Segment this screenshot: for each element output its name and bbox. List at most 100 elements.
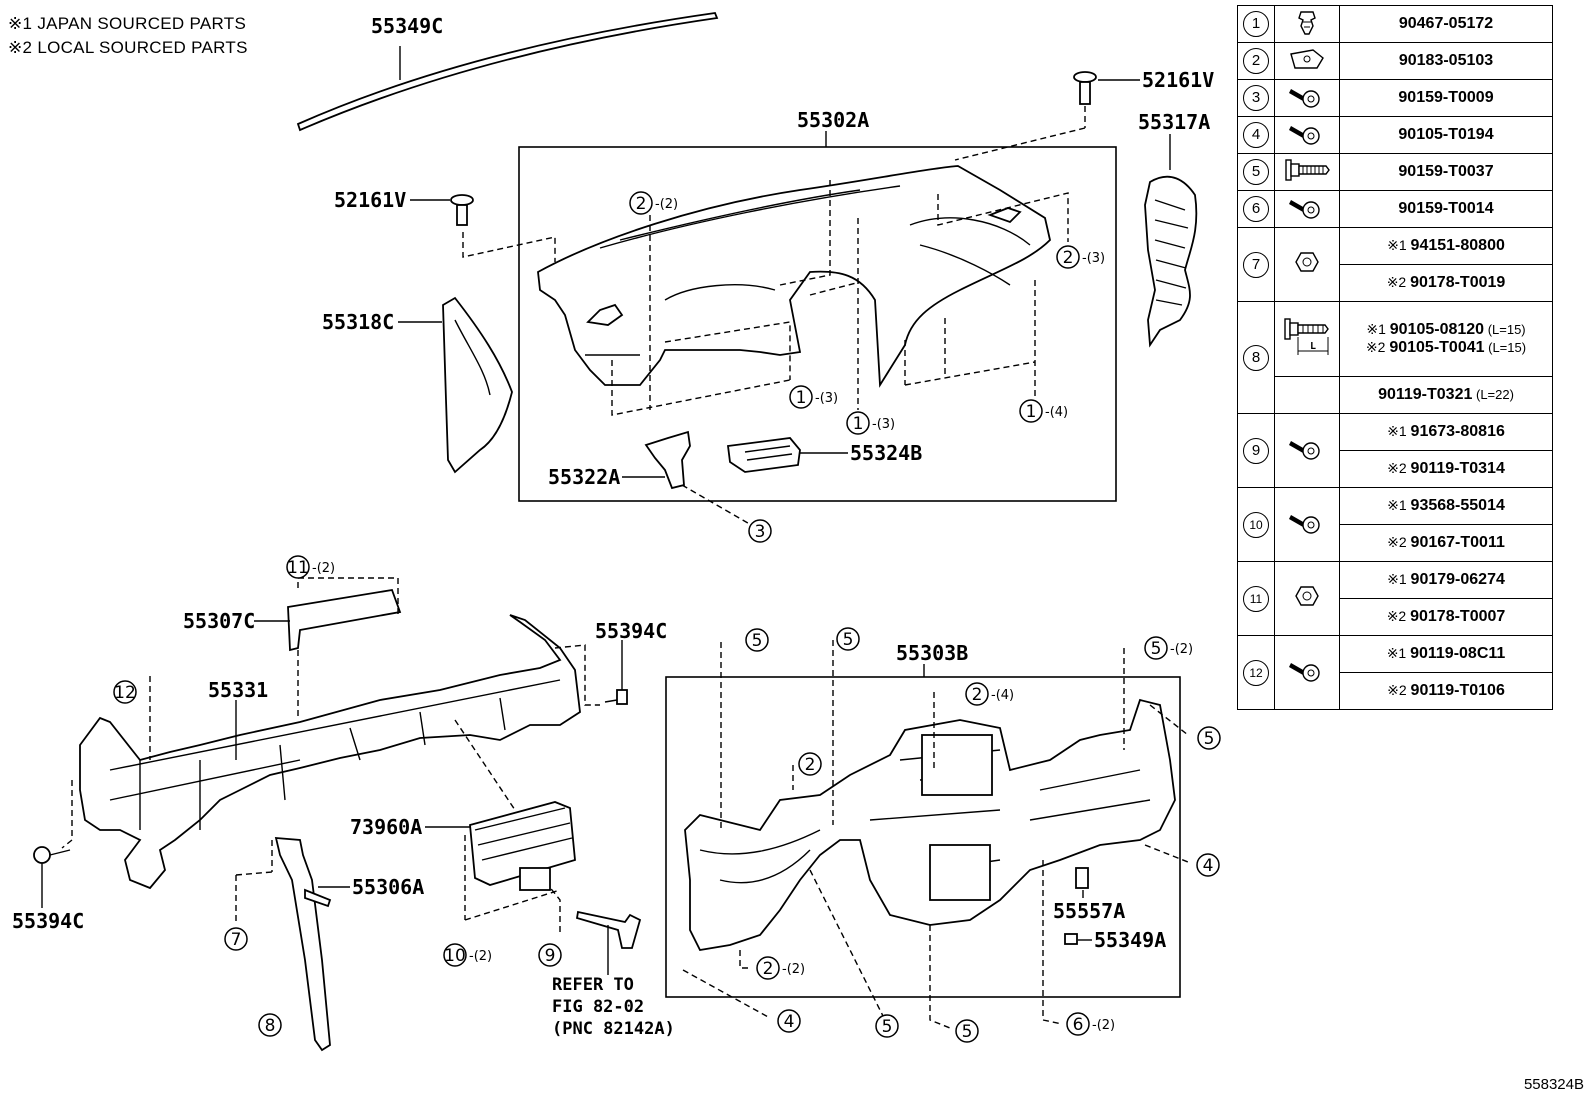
callout-circle [224,927,248,951]
legend-number-circle: 9 [1243,437,1269,464]
legend-number-circle: 1 [1243,11,1269,37]
callout-c2-top: 2 ‐(2) [629,191,678,215]
legend-row: ※2 90178-T0007 [1238,598,1553,636]
part-number-text: 90105-T0041 [1389,339,1485,356]
callout-c8: 8 [258,1013,282,1037]
legend-item-number: 5 [1237,153,1275,191]
callout-c1-b: 1‐(3) [846,411,895,435]
brace-55306A[interactable] [274,837,350,1052]
legend-row: 7※1 94151-80800 [1237,227,1553,302]
callout-number: 3 [755,522,766,542]
label-55306A: 55306A [352,875,424,899]
callout-circle [836,627,860,651]
legend-item-number: 11 [1237,561,1275,636]
reinforcement-55331[interactable] [79,588,581,890]
label-55394C-left: 55394C [12,909,84,933]
part-number-text: 90467-05172 [1398,15,1494,32]
callout-circle [745,628,769,652]
callout-c3: 3 [748,519,772,543]
callout-circle [777,1009,801,1033]
bolt-55394C-right[interactable] [604,640,628,705]
callout-number: 5 [1204,729,1215,749]
molding-strip-55349C[interactable] [296,12,719,132]
callout-number: 7 [231,930,242,950]
legend-item-number: 3 [1237,79,1275,117]
source-prefix: ※2 [1386,608,1411,624]
callout-circle [1066,1012,1090,1036]
part-number-text: 90119-08C11 [1410,645,1506,662]
side-panel-55318C[interactable] [398,296,513,474]
callout-c5-f: 5 [955,1019,979,1043]
part-number-text: 90178-T0007 [1410,608,1506,625]
lower-panel-leader-lines [682,640,1189,1029]
legend-part-number: ※2 90167-T0011 [1339,524,1553,562]
screw-icon [1274,635,1340,710]
legend-part-number: 90159-T0037 [1339,153,1553,191]
callout-number: 5 [843,630,854,650]
clip-52161V-left[interactable] [410,194,474,226]
legend-part-number: 90467-05172 [1339,5,1553,43]
legend-item-number: 9 [1237,413,1275,488]
legend-number-circle: 8 [1243,344,1269,371]
legend-row: 10※1 93568-55014 [1237,487,1553,562]
callout-number: 2 [763,959,774,979]
callout-number: 4 [784,1012,795,1032]
label-55557A: 55557A [1053,899,1125,923]
callout-quantity: ‐(2) [1170,642,1193,657]
callout-number: 10 [444,946,466,966]
callout-layer: 2‐(2)2‐(3)1‐(3)1‐(3)1‐(4)311‐(2)127810‐(… [113,191,1221,1043]
legend-row: 9※1 91673-80816 [1237,413,1553,488]
legend-part-number: ※2 90178-T0019 [1339,264,1553,302]
legend-row: 90119-T0321 (L=22) [1238,376,1553,414]
label-55322A: 55322A [548,465,620,489]
legend-item-number: 2 [1237,42,1275,80]
legend-number-circle: 12 [1243,659,1269,686]
label-55303B: 55303B [896,641,968,665]
legend-item-number: 10 [1237,487,1275,562]
harness-clamp-82142A[interactable] [575,910,642,975]
callout-number: 5 [752,631,763,651]
legend-blank-cell [1274,376,1340,414]
clip-icon [1274,5,1340,43]
legend-number-circle: 5 [1243,159,1269,185]
legend-part-number: 90183-05103 [1339,42,1553,80]
callout-quantity: ‐(2) [469,949,492,964]
callout-circle [1056,245,1080,269]
callout-circle [1196,853,1220,877]
callout-c5-e: 5 [875,1014,899,1038]
callout-number: 2 [636,194,647,214]
callout-circle [113,680,137,704]
callout-c5-c: 5‐(2) [1144,636,1193,660]
instrument-panel-pad[interactable] [537,165,1051,388]
legend-part-number: 90105-T0194 [1339,116,1553,154]
callout-number: 1 [853,414,864,434]
label-55349A: 55349A [1094,928,1166,952]
callout-quantity: ‐(2) [312,561,335,576]
callout-quantity: ‐(4) [1045,405,1068,420]
legend-part-number: ※2 90119-T0106 [1339,672,1553,710]
register-55324B[interactable] [726,437,848,473]
label-55307C: 55307C [183,609,255,633]
length-spec: (L=22) [1472,387,1514,402]
bolt-55394C-left[interactable] [33,846,71,908]
module-73960A[interactable] [425,801,576,891]
callout-c1-a: 1‐(3) [789,385,838,409]
legend-row: 2 90183-05103 [1237,42,1553,80]
side-panel-55317A[interactable] [1144,134,1198,348]
part-number-text: 90183-05103 [1398,52,1494,69]
bracket-55322A[interactable] [622,430,691,490]
callout-number: 9 [545,946,556,966]
callout-number: 8 [265,1016,276,1036]
callout-quantity: ‐(2) [655,197,678,212]
legend-row: 12※1 90119-08C11 [1237,635,1553,710]
screw-icon [1274,487,1340,562]
callout-number: 2 [805,755,816,775]
nut-clip-icon [1274,42,1340,80]
legend-item-number: 8 [1237,301,1275,414]
clip-52161V-top[interactable] [954,71,1140,161]
callout-c5-a: 5 [745,628,769,652]
lower-panel-assembly[interactable] [684,698,1176,951]
